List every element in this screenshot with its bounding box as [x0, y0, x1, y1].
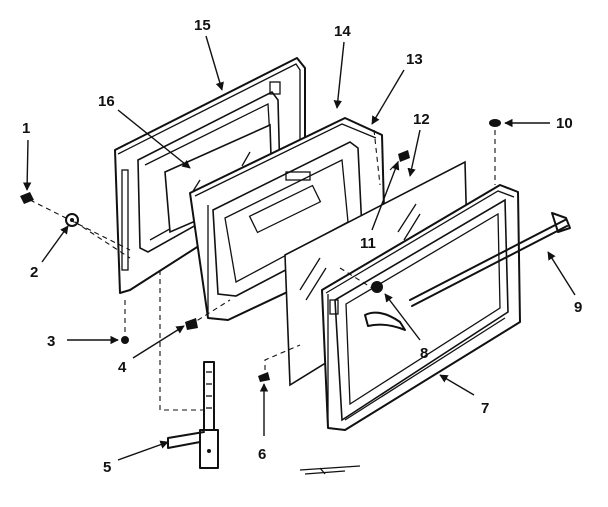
- label-part-6: 6: [258, 446, 266, 463]
- label-part-10: 10: [556, 115, 573, 132]
- door-hinge: [167, 361, 219, 469]
- label-part-4: 4: [118, 359, 127, 376]
- label-part-16: 16: [98, 93, 115, 110]
- handle-rod: [409, 212, 571, 307]
- screw-part-10: [489, 119, 501, 127]
- screw-part-3: [121, 336, 129, 344]
- label-part-12: 12: [413, 111, 430, 128]
- leader-lines: [22, 35, 576, 461]
- assembly-lines: [29, 129, 496, 411]
- label-part-1: 1: [22, 120, 30, 137]
- label-part-8: 8: [420, 345, 428, 362]
- label-part-9: 9: [574, 299, 582, 316]
- screw-part-6: [258, 372, 270, 382]
- label-part-15: 15: [194, 17, 211, 34]
- screw-part-2: [65, 213, 79, 227]
- label-part-11: 11: [360, 235, 376, 252]
- inner-door-frame: [189, 117, 386, 321]
- screw-part-1: [20, 192, 34, 204]
- label-part-7: 7: [481, 400, 489, 417]
- outer-door-frame: [321, 184, 521, 431]
- label-part-14: 14: [334, 23, 351, 40]
- label-part-2: 2: [30, 264, 38, 281]
- door-handle-part: [364, 281, 406, 331]
- part-labels: 1 2 3 4 5 6 7 8 9 10 11 12 13 14 15 16: [22, 17, 582, 476]
- scribble-mark: [299, 465, 361, 475]
- label-part-5: 5: [103, 459, 111, 476]
- label-part-3: 3: [47, 333, 55, 350]
- label-part-13: 13: [406, 51, 423, 68]
